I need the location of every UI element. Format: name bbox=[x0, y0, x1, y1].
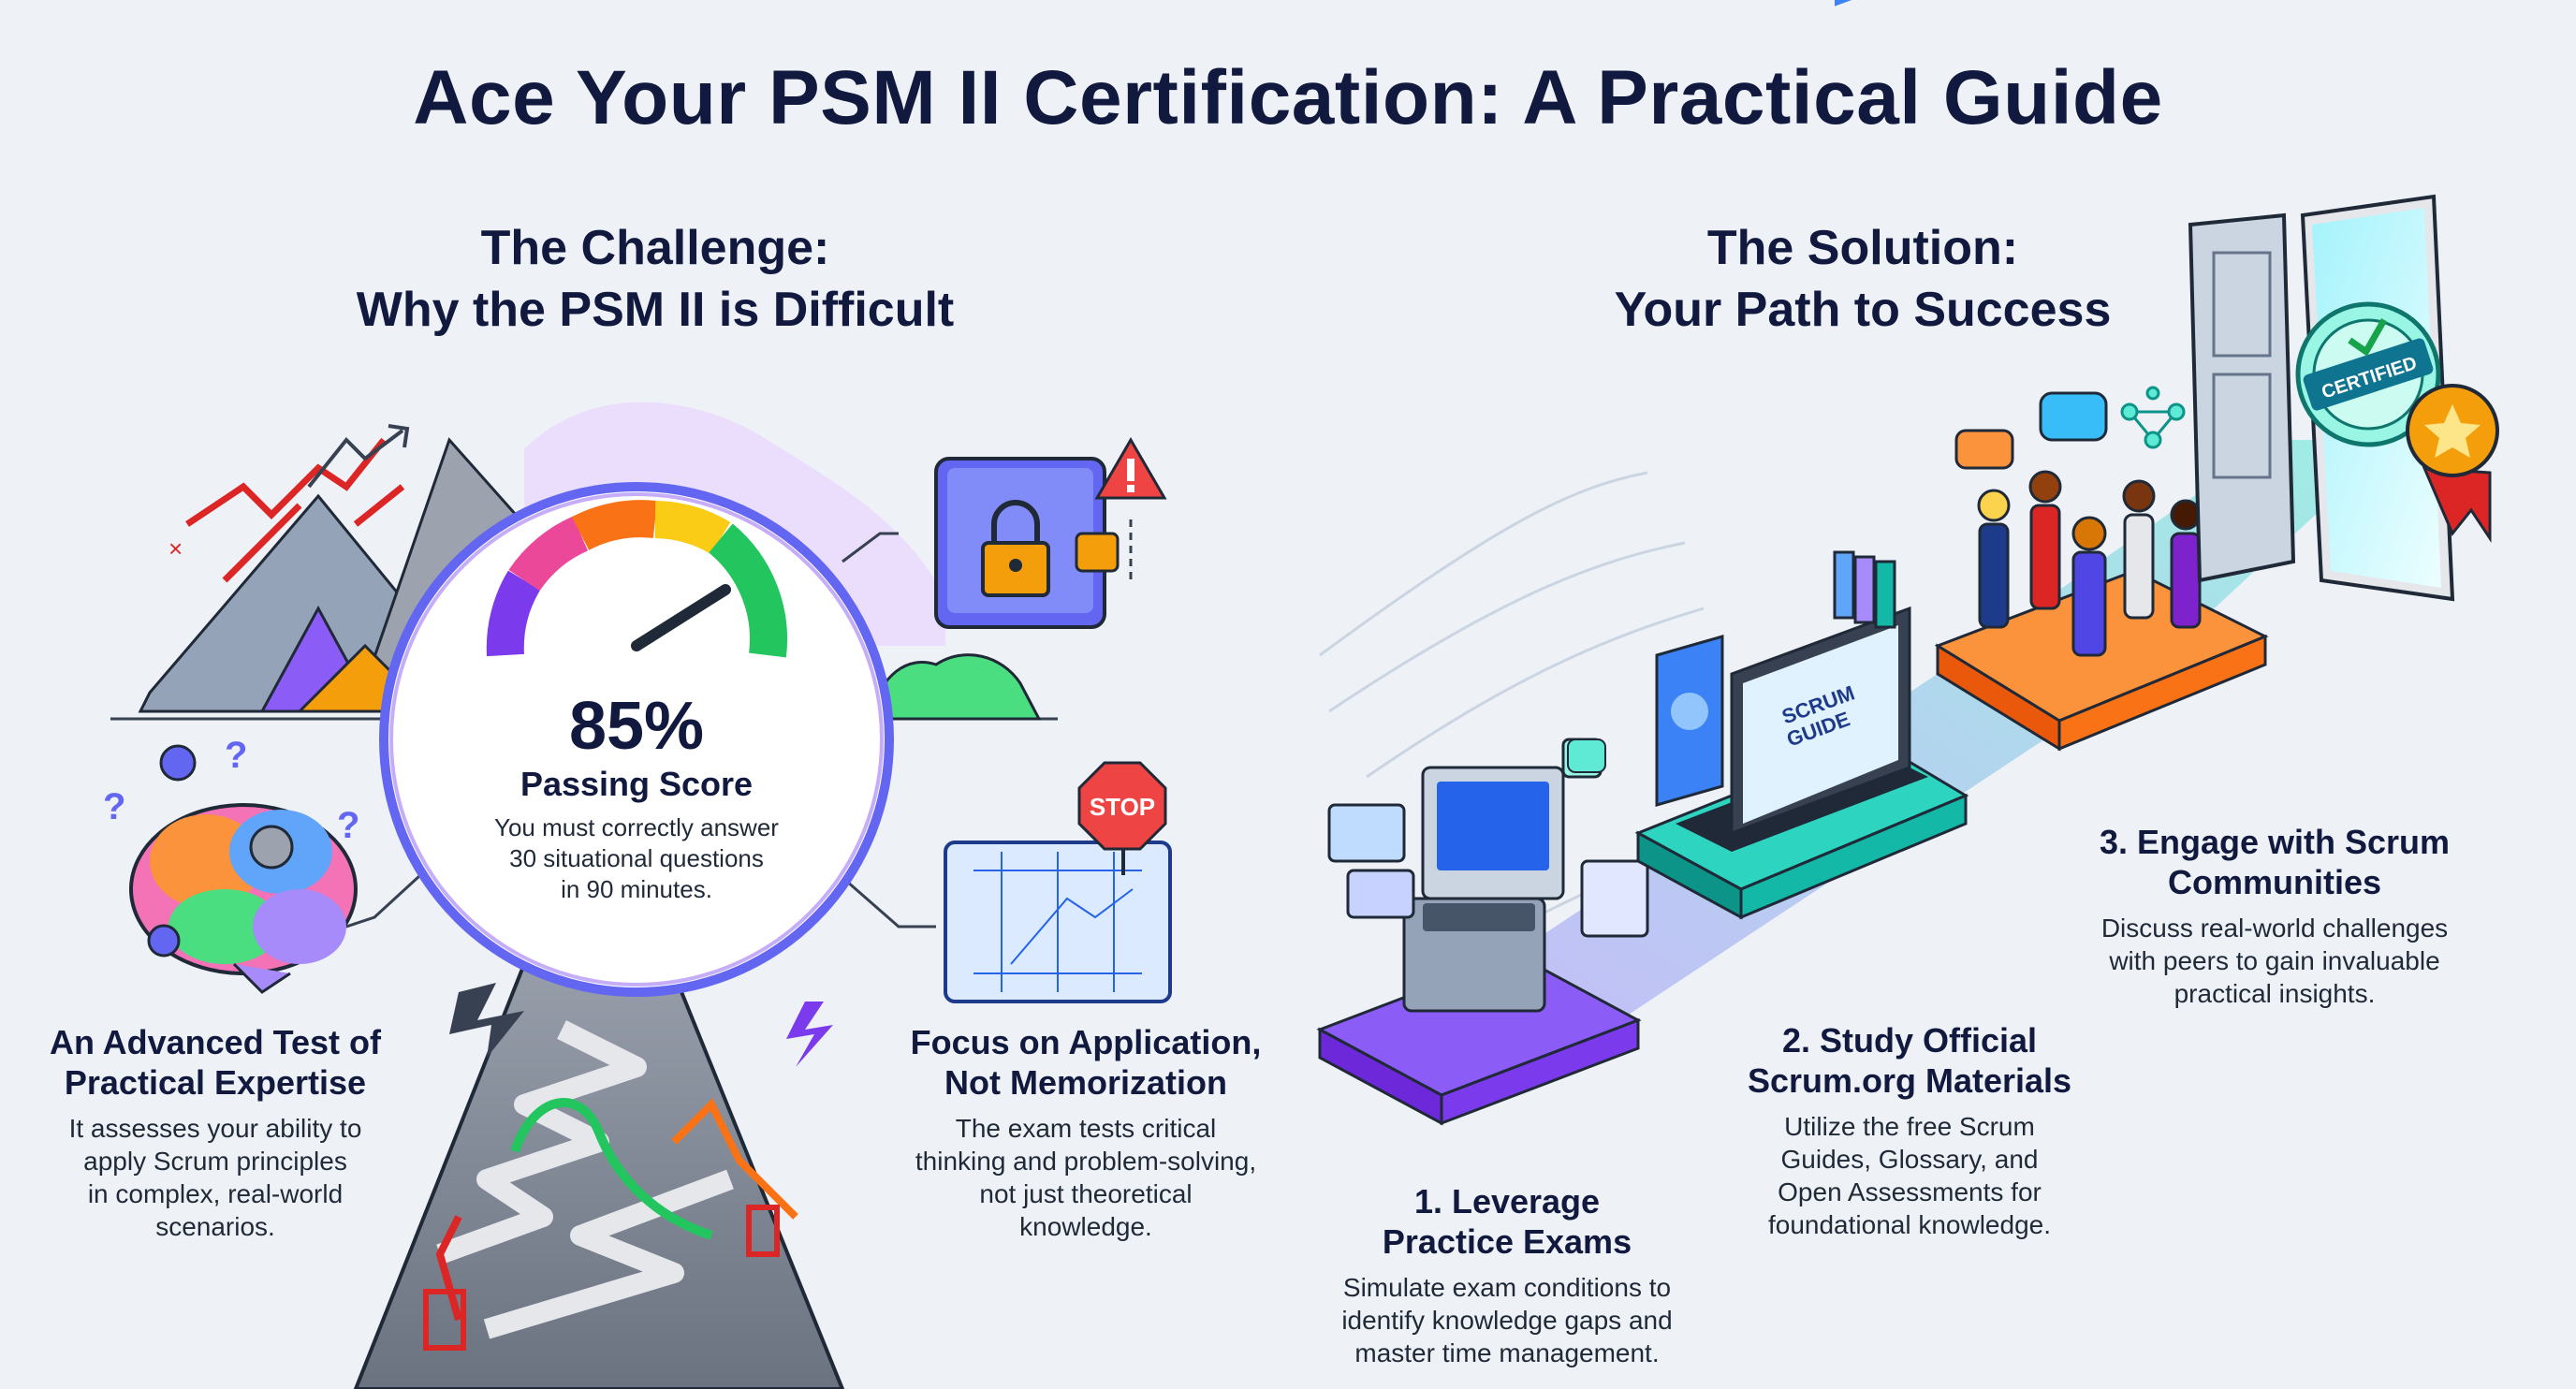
advanced-test-desc: It assesses your ability to apply Scrum … bbox=[37, 1112, 393, 1243]
svg-text:?: ? bbox=[103, 786, 125, 827]
step2-desc-line1: Utilize the free Scrum bbox=[1784, 1112, 2035, 1141]
step2-desc-line4: foundational knowledge. bbox=[1767, 1210, 2051, 1239]
challenge-heading: The Challenge: Why the PSM II is Difficu… bbox=[318, 217, 992, 341]
step3-title-line1: 3. Engage with Scrum bbox=[2099, 823, 2451, 861]
step3-section: 3. Engage with Scrum Communities Discuss… bbox=[2050, 822, 2499, 1010]
passing-score-desc-line2: 30 situational questions bbox=[509, 844, 764, 872]
stop-sign-icon bbox=[1077, 761, 1167, 875]
network-icon bbox=[2120, 386, 2186, 449]
zigzag-arrow-icon bbox=[185, 437, 405, 583]
advanced-test-title-line2: Practical Expertise bbox=[64, 1063, 367, 1102]
application-title-line2: Not Memorization bbox=[944, 1063, 1227, 1102]
exam-kiosk-icon bbox=[1402, 766, 1565, 1013]
scrum-guide-book-icon bbox=[1655, 635, 1724, 807]
step1-desc-line3: master time management. bbox=[1354, 1338, 1660, 1367]
challenge-heading-line2: Why the PSM II is Difficult bbox=[356, 283, 955, 337]
step2-title-line2: Scrum.org Materials bbox=[1747, 1061, 2072, 1100]
application-desc-line1: The exam tests critical bbox=[955, 1114, 1217, 1143]
passing-score-value: 85% bbox=[568, 689, 705, 764]
locked-book-icon bbox=[934, 457, 1120, 629]
step1-title-line2: Practice Exams bbox=[1382, 1222, 1632, 1261]
passing-score-desc: You must correctly answer 30 situational… bbox=[449, 812, 824, 905]
solution-heading: The Solution: Your Path to Success bbox=[1526, 217, 2200, 341]
step1-desc: Simulate exam conditions to identify kno… bbox=[1310, 1271, 1704, 1369]
svg-text:?: ? bbox=[337, 805, 359, 846]
application-desc-line2: thinking and problem-solving, bbox=[915, 1147, 1257, 1176]
passing-score-desc-line1: You must correctly answer bbox=[494, 813, 779, 841]
challenge-heading-line1: The Challenge: bbox=[480, 221, 830, 275]
step3-desc-line3: practical insights. bbox=[2174, 979, 2376, 1008]
solution-heading-line2: Your Path to Success bbox=[1614, 283, 2112, 337]
blueprint-icon bbox=[944, 841, 1172, 1003]
step2-desc-line2: Guides, Glossary, and bbox=[1780, 1145, 2039, 1174]
maze-mountain-icon bbox=[353, 914, 845, 1389]
step1-desc-line2: identify knowledge gaps and bbox=[1341, 1306, 1673, 1335]
chat-bubble-icon bbox=[1567, 738, 1606, 773]
gauge-text: 85% Passing Score You must correctly ans… bbox=[449, 689, 824, 905]
step2-section: 2. Study Official Scrum.org Materials Ut… bbox=[1713, 1020, 2106, 1241]
solution-heading-line1: The Solution: bbox=[1706, 221, 2019, 275]
advanced-test-desc-line2: apply Scrum principles bbox=[83, 1147, 347, 1176]
step2-desc: Utilize the free Scrum Guides, Glossary,… bbox=[1713, 1110, 2106, 1241]
lightning-icon bbox=[449, 983, 524, 1058]
step2-desc-line3: Open Assessments for bbox=[1778, 1177, 2042, 1206]
page-title: Ace Your PSM II Certification: A Practic… bbox=[413, 55, 2163, 140]
question-marks-icon: ? ? ? bbox=[103, 735, 359, 846]
stop-sign-label: STOP bbox=[1090, 793, 1155, 821]
step2-title-line1: 2. Study Official bbox=[1781, 1021, 2038, 1060]
people-group-icon bbox=[1977, 470, 2202, 657]
step3-desc-line1: Discuss real-world challenges bbox=[2100, 914, 2449, 943]
laptop-icon bbox=[1676, 0, 1928, 852]
application-title-line1: Focus on Application, bbox=[910, 1023, 1262, 1061]
advanced-test-section: An Advanced Test of Practical Expertise … bbox=[37, 1022, 393, 1243]
cross-mark-icon: × bbox=[168, 534, 183, 563]
application-desc-line4: knowledge. bbox=[1019, 1212, 1152, 1241]
gauge-needle bbox=[631, 584, 731, 651]
brain-icon bbox=[129, 803, 358, 994]
application-section: Focus on Application, Not Memorization T… bbox=[861, 1022, 1310, 1243]
step1-title-line1: 1. Leverage bbox=[1413, 1182, 1601, 1221]
lightning-purple-icon bbox=[786, 1002, 833, 1067]
step3-title-line2: Communities bbox=[2167, 863, 2382, 901]
warning-icon bbox=[1094, 437, 1167, 500]
passing-score-label: Passing Score bbox=[520, 765, 754, 803]
advanced-test-desc-line4: scenarios. bbox=[155, 1212, 275, 1241]
trend-arrows-icon bbox=[307, 424, 410, 489]
passing-score-desc-line3: in 90 minutes. bbox=[561, 875, 712, 903]
advanced-test-title-line1: An Advanced Test of bbox=[49, 1023, 382, 1061]
step3-desc-line2: with peers to gain invaluable bbox=[2109, 946, 2440, 975]
passing-score-gauge bbox=[379, 482, 894, 997]
bush-icon bbox=[869, 653, 1042, 721]
award-ribbon-icon bbox=[2406, 384, 2499, 543]
certified-badge-icon bbox=[2295, 301, 2441, 447]
step1-section: 1. Leverage Practice Exams Simulate exam… bbox=[1310, 1181, 1704, 1369]
application-desc-line3: not just theoretical bbox=[979, 1179, 1193, 1208]
advanced-test-desc-line1: It assesses your ability to bbox=[68, 1114, 362, 1143]
gear-icon bbox=[147, 744, 294, 958]
svg-text:?: ? bbox=[225, 735, 247, 776]
application-desc: The exam tests critical thinking and pro… bbox=[861, 1112, 1310, 1243]
step1-desc-line1: Simulate exam conditions to bbox=[1342, 1273, 1672, 1302]
advanced-test-desc-line3: in complex, real-world bbox=[87, 1179, 344, 1208]
books-icon bbox=[1833, 550, 1896, 629]
step3-desc: Discuss real-world challenges with peers… bbox=[2050, 912, 2499, 1010]
